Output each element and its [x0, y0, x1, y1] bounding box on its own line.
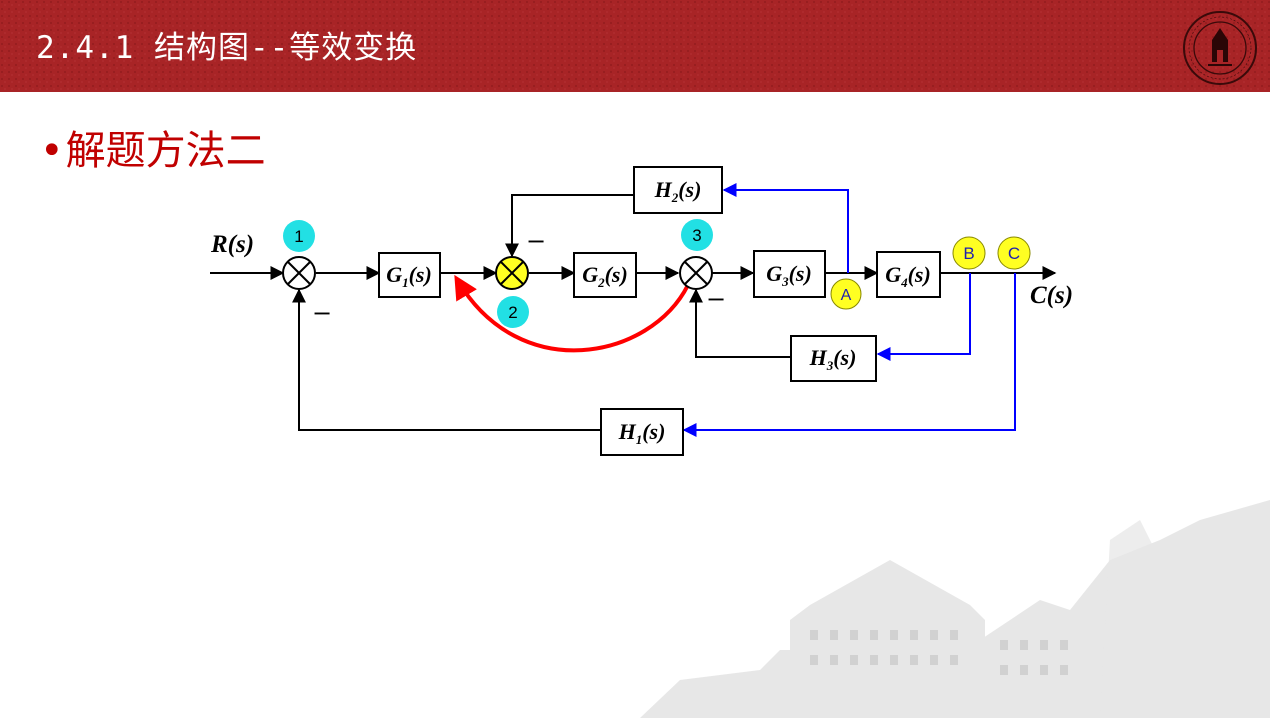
block-h2: H2(s) — [633, 166, 723, 214]
minus-sign-junction-2: − — [526, 227, 546, 255]
summing-junction-2 — [495, 256, 529, 290]
block-g2: G2(s) — [573, 252, 637, 298]
campus-building-watermark — [640, 500, 1270, 718]
svg-text:H1(s): H1(s) — [618, 419, 666, 447]
output-signal-label: C(s) — [1030, 282, 1073, 309]
svg-text:G1(s): G1(s) — [386, 262, 432, 290]
blue-branch-lines — [682, 183, 1016, 437]
svg-text:2: 2 — [508, 303, 517, 322]
marker-b: B — [952, 236, 986, 270]
marker-a: A — [830, 278, 862, 310]
summing-junction-3 — [679, 256, 713, 290]
svg-text:G2(s): G2(s) — [582, 262, 628, 290]
red-move-arrow — [454, 274, 690, 353]
header-texture — [0, 0, 1270, 92]
bullet-text: 解题方法二 — [65, 128, 266, 174]
marker-c: C — [997, 236, 1031, 270]
svg-text:3: 3 — [692, 226, 701, 245]
svg-text:1: 1 — [294, 227, 303, 246]
feedback-lines — [292, 194, 791, 431]
university-seal-icon — [1183, 11, 1257, 85]
svg-text:B: B — [963, 244, 974, 263]
svg-text:C: C — [1008, 244, 1020, 263]
slide-title: 2.4.1 结构图--等效变换 — [36, 30, 418, 66]
svg-text:H3(s): H3(s) — [809, 345, 857, 373]
block-g3: G3(s) — [753, 250, 826, 298]
summing-junction-1 — [282, 256, 316, 290]
bullet-heading: •解题方法二 — [40, 118, 266, 176]
minus-sign-junction-3: − — [706, 285, 726, 313]
minus-sign-junction-1: − — [312, 299, 332, 327]
svg-text:G3(s): G3(s) — [766, 261, 812, 289]
marker-1: 1 — [283, 220, 315, 252]
bullet-dot: • — [40, 128, 64, 174]
marker-3: 3 — [681, 219, 713, 251]
svg-text:G4(s): G4(s) — [885, 262, 931, 290]
block-g4: G4(s) — [876, 251, 941, 298]
svg-text:H2(s): H2(s) — [654, 177, 702, 205]
svg-text:A: A — [841, 287, 852, 304]
block-h3: H3(s) — [790, 335, 877, 382]
block-g1: G1(s) — [378, 252, 441, 298]
input-signal-label: R(s) — [210, 231, 254, 258]
header-bar: 2.4.1 结构图--等效变换 — [0, 0, 1270, 92]
marker-2: 2 — [497, 296, 529, 328]
block-h1: H1(s) — [600, 408, 684, 456]
